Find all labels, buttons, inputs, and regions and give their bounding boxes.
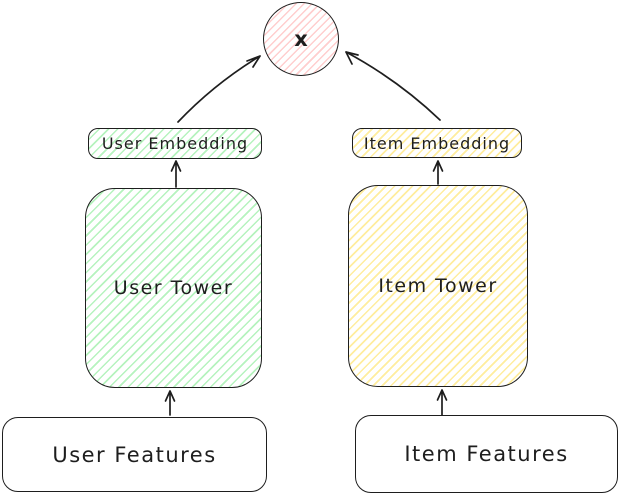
user-tower-label: User Tower (113, 277, 234, 299)
node-item-tower: Item Tower (348, 185, 528, 387)
edge-item-embedding-to-multiply (345, 51, 441, 121)
node-item-features: Item Features (355, 415, 618, 493)
node-multiply: x (263, 2, 339, 76)
multiply-label: x (294, 27, 308, 51)
edge-item-tower-to-item-embedding (432, 160, 444, 185)
node-user-embedding: User Embedding (88, 128, 262, 159)
node-user-tower: User Tower (85, 188, 262, 388)
node-item-embedding: Item Embedding (352, 128, 522, 158)
item-embedding-label: Item Embedding (363, 133, 511, 153)
edge-item-features-to-item-tower (436, 389, 448, 416)
edge-user-tower-to-user-embedding (170, 160, 182, 188)
node-user-features: User Features (2, 417, 267, 492)
edge-user-embedding-to-multiply (177, 55, 261, 123)
item-features-label: Item Features (404, 442, 569, 466)
item-tower-label: Item Tower (378, 275, 498, 297)
user-embedding-label: User Embedding (101, 134, 249, 153)
user-features-label: User Features (52, 442, 217, 467)
edge-user-features-to-user-tower (164, 390, 176, 416)
